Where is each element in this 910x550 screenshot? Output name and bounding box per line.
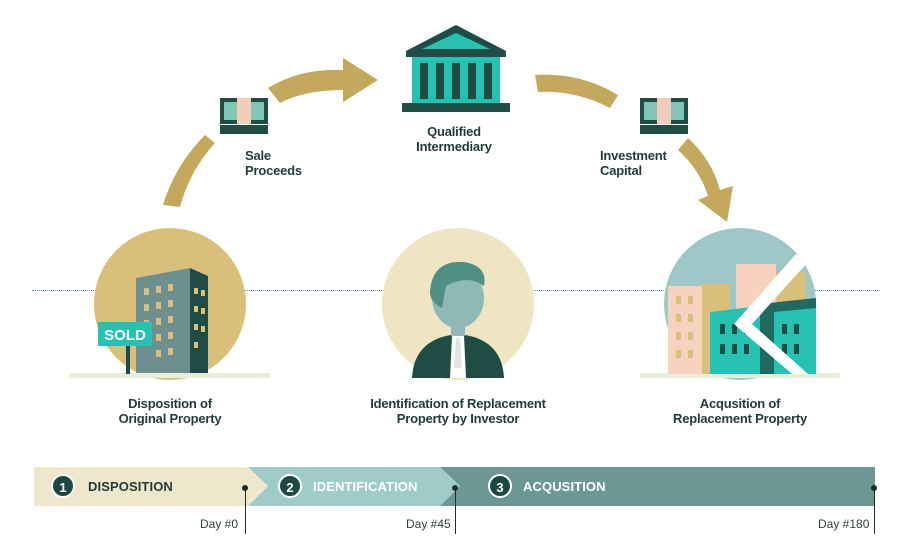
- tick-line: [455, 488, 456, 534]
- phase-number-3: 3: [488, 474, 512, 498]
- arrow-up-left: [163, 135, 215, 207]
- investment-capital-label: Investment Capital: [600, 148, 667, 178]
- disposition-caption: Disposition of Original Property: [118, 396, 222, 426]
- arrow-from-intermediary: [535, 74, 618, 108]
- phase-label-identification: IDENTIFICATION: [313, 479, 418, 494]
- timeline-phase-3: [440, 467, 875, 506]
- investor-illustration: [382, 228, 534, 380]
- identification-caption: Identification of Replacement Property b…: [370, 396, 546, 426]
- original-property-illustration: SOLD: [70, 228, 270, 380]
- phase-number-2: 2: [278, 474, 302, 498]
- sold-sign-text: SOLD: [104, 327, 146, 344]
- qualified-intermediary-label: Qualified Intermediary: [416, 124, 492, 154]
- phase-label-acquisition: ACQUSITION: [523, 479, 606, 494]
- arrow-to-replacement: [678, 138, 733, 222]
- acquisition-caption: Acqusition of Replacement Property: [673, 396, 807, 426]
- arrow-to-intermediary: [268, 58, 378, 103]
- phase-label-disposition: DISPOSITION: [88, 479, 173, 494]
- phase-number-1: 1: [51, 474, 75, 498]
- tick-line: [874, 488, 875, 534]
- day-label-45: Day #45: [406, 517, 451, 531]
- day-label-0: Day #0: [200, 517, 239, 531]
- money-stack-icon: [220, 98, 268, 134]
- day-label-180: Day #180: [818, 517, 870, 531]
- bank-building-icon: [402, 25, 510, 112]
- sale-proceeds-label: Sale Proceeds: [245, 148, 302, 178]
- timeline-phase-2: [248, 467, 460, 506]
- money-stack-icon: [640, 98, 688, 134]
- tick-line: [245, 488, 246, 534]
- replacement-property-illustration: [640, 228, 840, 380]
- timeline-phase-1: [34, 467, 268, 506]
